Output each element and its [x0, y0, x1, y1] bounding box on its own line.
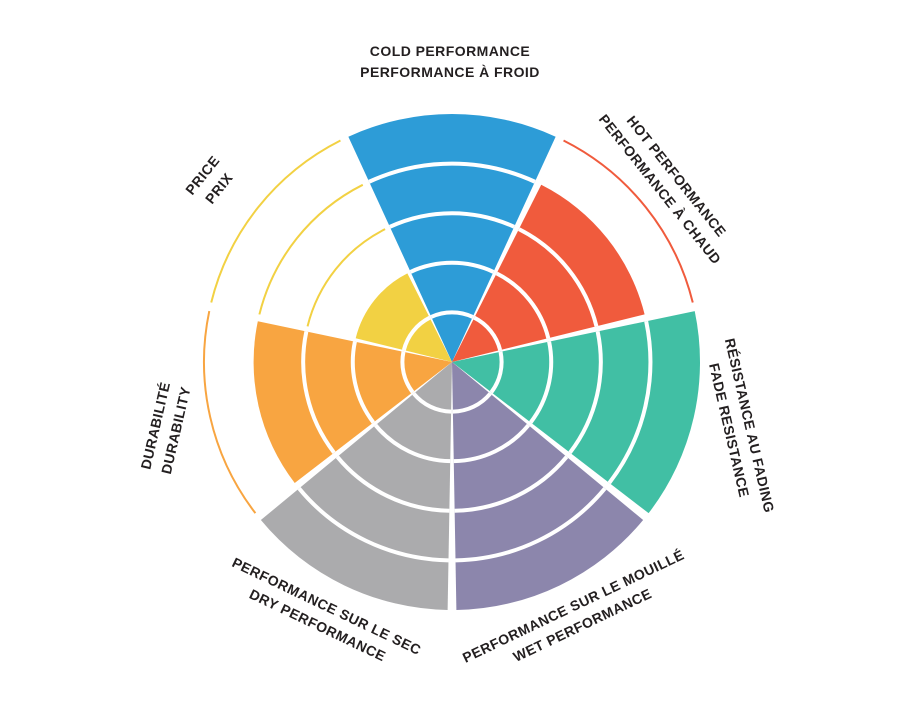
- ring-divider-dry-3: [335, 455, 450, 513]
- ring-divider-durability-1: [400, 351, 415, 394]
- sector-wedge-fade: [452, 311, 700, 514]
- sector-label-line: PERFORMANCE À FROID: [360, 64, 540, 80]
- ring-divider-cold-2: [409, 260, 495, 274]
- ring-divider-hot-3: [518, 227, 599, 327]
- remainder-arc-price-4: [258, 183, 364, 315]
- ring-divider-wet-1: [452, 392, 492, 414]
- sector-wedge-hot: [452, 184, 645, 362]
- sector-wedge-cold: [348, 114, 556, 362]
- remainder-arc-durability-5: [203, 310, 257, 514]
- ring-divider-wet-4: [455, 487, 607, 563]
- ring-divider-cold-1: [430, 310, 474, 319]
- sector-wedge-dry: [260, 362, 452, 610]
- sector-wedge-wet: [452, 362, 644, 610]
- remainder-arc-hot-5: [563, 139, 694, 303]
- ring-divider-hot-2: [495, 271, 551, 339]
- sector-wedge-price: [355, 273, 452, 362]
- ring-divider-fade-1: [489, 351, 504, 394]
- ring-divider-cold-4: [368, 161, 536, 184]
- ring-divider-wet-3: [454, 455, 569, 513]
- ring-divider-cold-3: [388, 211, 516, 229]
- ring-divider-fade-2: [529, 341, 554, 424]
- ring-divider-wet-2: [453, 423, 530, 464]
- ring-divider-durability-2: [350, 341, 375, 424]
- ring-divider-dry-2: [374, 423, 451, 464]
- ring-divider-dry-1: [412, 392, 452, 414]
- ring-divider-price-1: [401, 315, 431, 351]
- remainder-arc-price-5: [210, 139, 341, 303]
- ring-divider-dry-4: [297, 487, 449, 563]
- ring-divider-hot-1: [473, 315, 503, 351]
- sector-label-line: COLD PERFORMANCE: [369, 43, 531, 59]
- ring-divider-durability-3: [301, 331, 336, 454]
- ring-divider-fade-3: [568, 331, 603, 454]
- ring-divider-fade-4: [607, 320, 653, 485]
- sector-label-cold: COLD PERFORMANCE PERFORMANCE À FROID: [360, 41, 540, 83]
- remainder-arc-price-3: [306, 228, 386, 327]
